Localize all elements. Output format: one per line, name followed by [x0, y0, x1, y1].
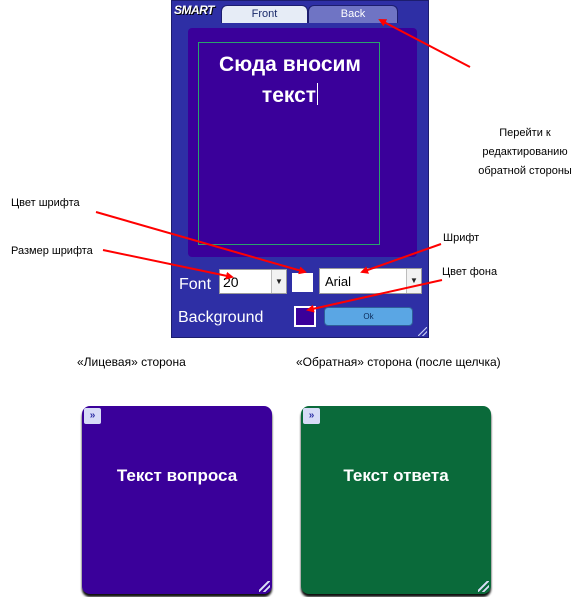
card-text-box[interactable]: Сюда вносим текст — [198, 42, 380, 245]
front-card-text: Текст вопроса — [116, 466, 238, 485]
annotation-font-size: Размер шрифта — [11, 245, 93, 257]
font-family-value: Arial — [325, 274, 352, 289]
flashcard-editor: SMART Front Back Сюда вносим текст Font … — [171, 0, 429, 338]
flashcard-front[interactable]: » Текст вопроса — [82, 406, 272, 594]
card-edit-area: Сюда вносим текст — [188, 28, 417, 257]
arrow-to-back-tab — [378, 19, 471, 68]
back-caption: «Обратная» сторона (после щелчка) — [296, 355, 501, 369]
annotation-back-tab: Перейти к редактированию обратной сторон… — [470, 124, 580, 181]
double-chevron-right-icon[interactable]: » — [84, 408, 101, 424]
tab-back[interactable]: Back — [308, 5, 398, 23]
card-text[interactable]: Сюда вносим текст — [199, 49, 381, 111]
ok-button[interactable]: Ok — [324, 307, 413, 326]
annotation-back-line3: обратной стороны — [478, 165, 572, 177]
back-card-text: Текст ответа — [343, 466, 449, 485]
arrow-to-font-color — [95, 211, 307, 275]
card-text-line2: текст — [261, 84, 317, 107]
arrow-to-font — [360, 243, 442, 274]
flashcard-back[interactable]: » Текст ответа — [301, 406, 491, 594]
font-label: Font — [179, 276, 212, 293]
annotation-background-color: Цвет фона — [442, 266, 498, 278]
smart-logo: SMART — [174, 3, 214, 17]
annotation-back-line1: Перейти к — [499, 127, 551, 139]
double-chevron-right-icon[interactable]: » — [303, 408, 320, 424]
tab-front[interactable]: Front — [221, 5, 308, 23]
annotation-font: Шрифт — [443, 232, 480, 244]
text-caret — [317, 83, 319, 105]
resize-grip-icon[interactable] — [259, 581, 270, 592]
resize-grip-icon[interactable] — [478, 581, 489, 592]
resize-grip-icon[interactable] — [418, 327, 427, 336]
chevron-down-icon[interactable]: ▼ — [271, 270, 286, 293]
card-text-line1: Сюда вносим — [219, 53, 361, 76]
annotation-back-line2: редактированию — [482, 146, 568, 158]
arrow-to-font-size — [102, 249, 234, 280]
annotation-font-color: Цвет шрифта — [11, 197, 80, 209]
front-caption: «Лицевая» сторона — [77, 355, 186, 369]
arrow-to-background-color — [306, 279, 443, 313]
background-label: Background — [178, 309, 264, 326]
